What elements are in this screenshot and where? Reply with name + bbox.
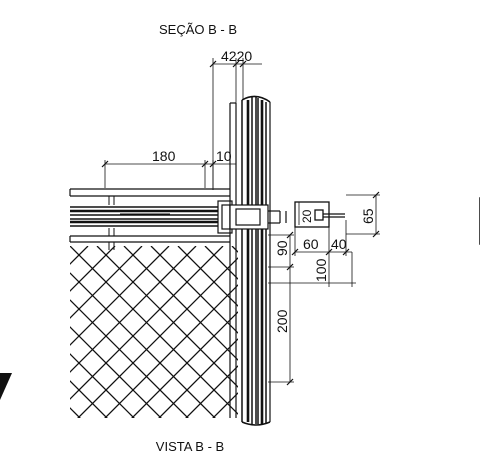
- mesh-wire: [70, 246, 197, 373]
- mesh-wire: [70, 353, 135, 418]
- mesh-wire: [70, 326, 162, 418]
- mesh-wire: [394, 246, 480, 426]
- mesh-wire: [185, 365, 238, 418]
- mesh-wire: [70, 380, 108, 418]
- clamp-detail: [294, 201, 345, 228]
- mesh-wire: [421, 246, 480, 426]
- mesh-wire: [340, 246, 480, 426]
- mesh-wire: [313, 246, 480, 426]
- mesh-wire: [212, 392, 238, 418]
- dim-label-180: 180: [152, 148, 176, 164]
- dim-label-100: 100: [313, 258, 329, 282]
- mesh-wire: [448, 246, 480, 426]
- section-title: SEÇÃO B - B: [159, 22, 237, 37]
- mesh-wire: [0, 246, 7, 426]
- dim-label-90: 90: [274, 240, 290, 256]
- dim-label-40: 40: [331, 236, 347, 252]
- mesh-wire: [150, 246, 238, 334]
- mesh-wire: [0, 246, 61, 426]
- mesh-wire: [367, 246, 480, 426]
- mesh-wire: [104, 284, 238, 418]
- mesh-wire: [70, 246, 116, 292]
- vertical-post: [229, 95, 271, 426]
- mesh-wire: [313, 246, 480, 426]
- dim-label-65: 65: [360, 208, 376, 224]
- dimension-lines: [104, 58, 380, 383]
- mesh-wire: [448, 246, 480, 426]
- dim-label-4220: 4220: [221, 48, 252, 64]
- mesh-wire: [259, 246, 439, 426]
- mesh-wire: [131, 311, 238, 418]
- mesh-wire: [158, 338, 238, 418]
- mesh-wire: [0, 246, 34, 426]
- mesh-wire: [340, 246, 480, 426]
- clamp-bracket: [217, 200, 287, 234]
- mesh-wire: [70, 246, 170, 346]
- mesh-wire: [77, 257, 238, 418]
- mesh-wire: [70, 246, 224, 400]
- mesh-wire: [475, 246, 480, 426]
- dim-label-10: 10: [216, 148, 232, 164]
- dim-label-60: 60: [303, 236, 319, 252]
- mesh-wire: [177, 246, 238, 307]
- horizontal-rail: [69, 188, 230, 250]
- mesh-wire: [70, 246, 89, 265]
- dim-label-200: 200: [274, 309, 290, 333]
- mesh-wire: [475, 246, 480, 426]
- mesh-wire: [259, 246, 439, 426]
- mesh-wire: [367, 246, 480, 426]
- mesh-wire: [70, 407, 81, 418]
- mesh-wire: [0, 246, 61, 426]
- mesh-wire: [204, 246, 238, 280]
- dimension-ticks: [101, 60, 380, 386]
- mesh-wire: [421, 246, 480, 426]
- mesh-wire: [70, 246, 143, 319]
- view-title: VISTA B - B: [156, 439, 224, 454]
- arrow-icon: [0, 373, 12, 400]
- dim-label-20: 20: [300, 209, 314, 223]
- mesh-wire: [0, 246, 7, 426]
- mesh-wire: [394, 246, 480, 426]
- chain-link-mesh: [0, 246, 480, 426]
- mesh-wire: [0, 246, 34, 426]
